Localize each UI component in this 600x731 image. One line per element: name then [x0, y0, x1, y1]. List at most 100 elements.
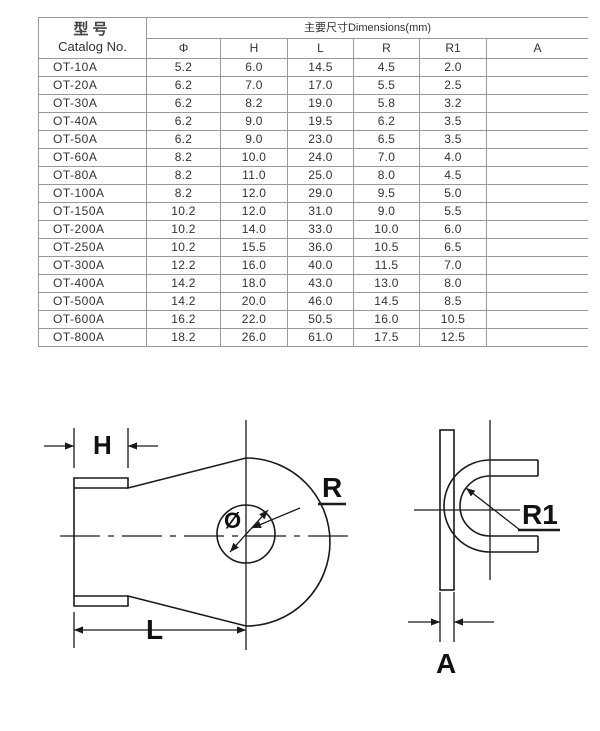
catalog-header-en: Catalog No. [58, 39, 127, 54]
r1-cell: 2.0 [419, 58, 487, 77]
catalog-cell: OT-300A [38, 256, 147, 275]
r-cell: 4.5 [353, 58, 420, 77]
phi-cell: 8.2 [146, 184, 221, 203]
spec-table-header: 型号 Catalog No. 主要尺寸Dimensions(mm) Φ H L … [38, 17, 588, 59]
r-cell: 14.5 [353, 292, 420, 311]
l-cell: 40.0 [287, 256, 354, 275]
r1-cell: 7.0 [419, 256, 487, 275]
r1-cell: 4.5 [419, 166, 487, 185]
phi-cell: 16.2 [146, 310, 221, 329]
r-cell: 5.8 [353, 94, 420, 113]
a-cell [485, 112, 588, 131]
a-cell [485, 256, 588, 275]
r1-cell: 6.5 [419, 238, 487, 257]
r-cell: 7.0 [353, 148, 420, 167]
phi-cell: 10.2 [146, 202, 221, 221]
l-cell: 19.0 [287, 94, 354, 113]
catalog-header-zh: 型号 [73, 21, 112, 38]
h-cell: 9.0 [220, 112, 288, 131]
h-cell: 7.0 [220, 76, 288, 95]
phi-dimension-arrow [229, 509, 269, 553]
phi-cell: 6.2 [146, 94, 221, 113]
phi-cell: 6.2 [146, 76, 221, 95]
h-cell: 20.0 [220, 292, 288, 311]
terminal-outline [73, 457, 331, 627]
h-cell: 10.0 [220, 148, 288, 167]
l-cell: 43.0 [287, 274, 354, 293]
spec-table: 型号 Catalog No. 主要尺寸Dimensions(mm) Φ H L … [38, 17, 588, 347]
catalog-cell: OT-150A [38, 202, 147, 221]
h-cell: 6.0 [220, 58, 288, 77]
r1-cell: 4.0 [419, 148, 487, 167]
r1-label: R1 [522, 499, 558, 530]
catalog-cell: OT-80A [38, 166, 147, 185]
r1-cell: 12.5 [419, 328, 487, 347]
l-cell: 17.0 [287, 76, 354, 95]
catalog-cell: OT-50A [38, 130, 147, 149]
phi-cell: 8.2 [146, 148, 221, 167]
catalog-cell: OT-500A [38, 292, 147, 311]
l-cell: 31.0 [287, 202, 354, 221]
phi-cell: 12.2 [146, 256, 221, 275]
r-cell: 8.0 [353, 166, 420, 185]
r-cell: 9.5 [353, 184, 420, 203]
r1-cell: 5.5 [419, 202, 487, 221]
catalog-header: 型号 Catalog No. [38, 17, 147, 59]
column-header-a: A [485, 38, 588, 59]
a-cell [485, 184, 588, 203]
a-cell [485, 76, 588, 95]
phi-cell: 5.2 [146, 58, 221, 77]
phi-cell: 10.2 [146, 220, 221, 239]
catalog-cell: OT-100A [38, 184, 147, 203]
l-cell: 46.0 [287, 292, 354, 311]
r1-cell: 10.5 [419, 310, 487, 329]
column-header-r1: R1 [419, 38, 487, 59]
r-cell: 11.5 [353, 256, 420, 275]
phi-cell: 8.2 [146, 166, 221, 185]
terminal-drawing: H L R Ø R1 A [0, 360, 600, 731]
catalog-cell: OT-30A [38, 94, 147, 113]
a-cell [485, 130, 588, 149]
column-header-phi: Φ [146, 38, 221, 59]
r1-cell: 5.0 [419, 184, 487, 203]
r-cell: 16.0 [353, 310, 420, 329]
a-cell [485, 148, 588, 167]
phi-cell: 14.2 [146, 292, 221, 311]
l-cell: 50.5 [287, 310, 354, 329]
l-cell: 29.0 [287, 184, 354, 203]
h-cell: 9.0 [220, 130, 288, 149]
l-cell: 36.0 [287, 238, 354, 257]
r-cell: 6.2 [353, 112, 420, 131]
dimensions-header: 主要尺寸Dimensions(mm) [145, 17, 588, 39]
a-cell [485, 292, 588, 311]
r-cell: 17.5 [353, 328, 420, 347]
h-cell: 18.0 [220, 274, 288, 293]
l-cell: 61.0 [287, 328, 354, 347]
h-cell: 26.0 [220, 328, 288, 347]
r-cell: 9.0 [353, 202, 420, 221]
phi-cell: 10.2 [146, 238, 221, 257]
r-label: R [322, 472, 342, 503]
h-label: H [93, 430, 112, 460]
phi-cell: 6.2 [146, 130, 221, 149]
a-cell [485, 166, 588, 185]
h-cell: 22.0 [220, 310, 288, 329]
l-cell: 23.0 [287, 130, 354, 149]
r-cell: 13.0 [353, 274, 420, 293]
a-cell [485, 220, 588, 239]
barrel-outer-curve [443, 459, 538, 553]
terminal-top-view [44, 420, 350, 650]
l-cell: 19.5 [287, 112, 354, 131]
r1-cell: 8.0 [419, 274, 487, 293]
spec-table-container: 型号 Catalog No. 主要尺寸Dimensions(mm) Φ H L … [38, 17, 588, 350]
catalog-cell: OT-600A [38, 310, 147, 329]
catalog-cell: OT-60A [38, 148, 147, 167]
